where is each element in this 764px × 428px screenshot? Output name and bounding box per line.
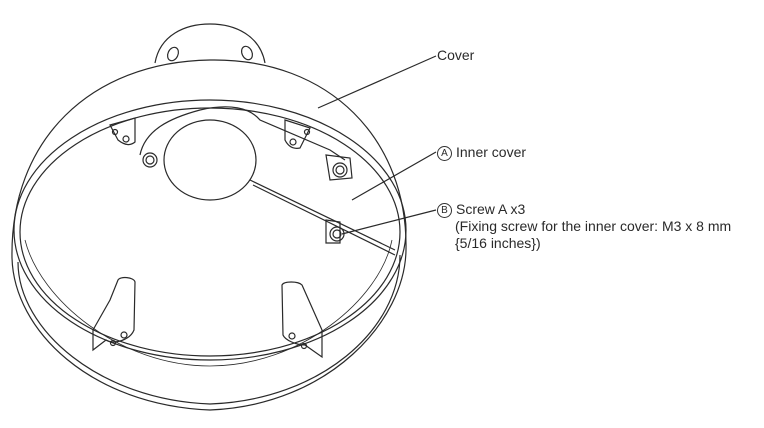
label-cover-text: Cover [437, 47, 475, 63]
marker-b: B [437, 203, 452, 218]
leader-screw [341, 209, 437, 235]
label-screw: B Screw A x3 (Fixing screw for the inner … [437, 201, 731, 252]
label-inner-cover: A Inner cover [437, 144, 526, 161]
outer-shell [11, 59, 407, 411]
marker-a: A [437, 146, 452, 161]
inner-rim [13, 99, 407, 361]
label-screw-text: Screw A x3 [456, 201, 526, 217]
inner-cover [139, 106, 346, 161]
mount-dome [154, 23, 266, 64]
leader-cover [317, 55, 437, 109]
label-inner-cover-text: Inner cover [456, 144, 527, 160]
leader-inner-cover [351, 151, 437, 201]
label-screw-note-2: {5/16 inches}) [455, 235, 541, 251]
label-cover: Cover [437, 47, 474, 64]
label-screw-note-1: (Fixing screw for the inner cover: M3 x … [455, 218, 732, 234]
